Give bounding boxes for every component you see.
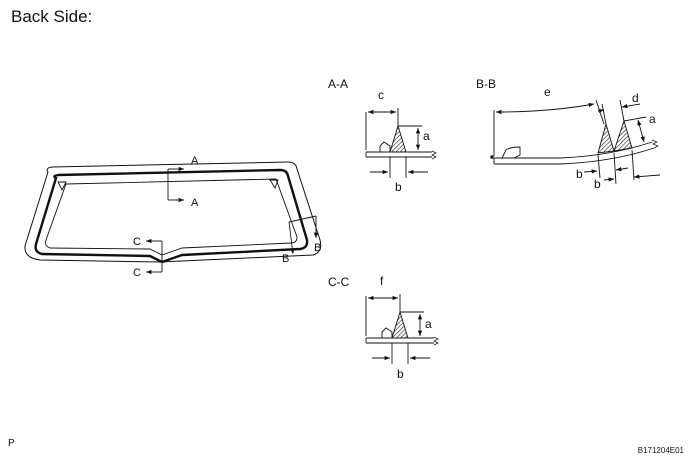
section-c-label-top: C xyxy=(133,236,141,248)
dim-aa-b: b xyxy=(395,180,402,194)
dim-aa-a: a xyxy=(423,129,430,143)
page-title: Back Side: xyxy=(11,7,93,26)
section-b-label-right: B xyxy=(314,242,321,254)
dim-bb-b2: b xyxy=(594,177,601,191)
dim-cc-a: a xyxy=(425,317,432,331)
section-a-label-top: A xyxy=(191,155,199,167)
dim-bb-d: d xyxy=(632,91,639,105)
section-bb-drawing xyxy=(490,99,661,185)
section-c-label-bottom: C xyxy=(133,267,141,279)
section-cc-drawing xyxy=(365,294,439,364)
dim-bb-a: a xyxy=(649,112,656,126)
dim-bb-b1: b xyxy=(576,167,583,181)
figure-code: B171204E01 xyxy=(637,446,684,455)
section-line-b xyxy=(288,215,319,255)
section-cc-title: C-C xyxy=(328,275,350,289)
dim-cc-b: b xyxy=(397,367,404,381)
back-window-glass xyxy=(24,161,322,264)
corner-mark: P xyxy=(8,438,15,449)
dim-aa-c: c xyxy=(378,88,384,102)
section-line-a xyxy=(167,166,184,203)
dim-bb-e: e xyxy=(544,85,551,99)
section-line-c xyxy=(146,238,163,275)
section-aa-drawing xyxy=(365,108,437,178)
section-a-label-bottom: A xyxy=(191,197,199,209)
section-bb-title: B-B xyxy=(476,77,496,91)
section-b-label-left: B xyxy=(282,253,289,265)
dim-cc-f: f xyxy=(380,274,384,288)
section-aa-title: A-A xyxy=(328,77,348,91)
